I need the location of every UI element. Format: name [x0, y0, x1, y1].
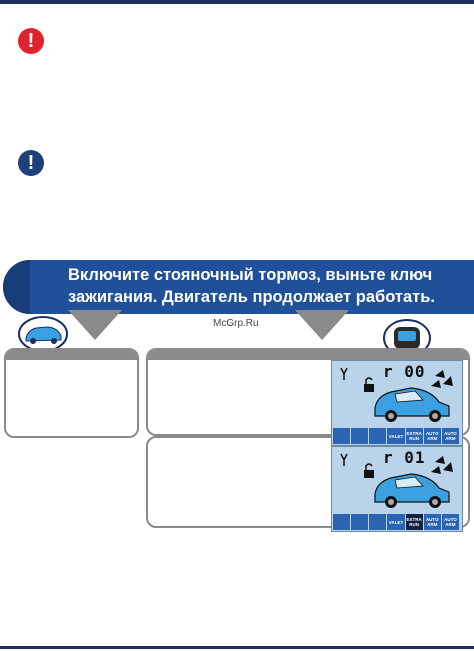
lcd-icon: EXTRA RUN — [405, 428, 423, 444]
lcd-icon — [333, 428, 351, 444]
lcd-icon: EXTRA RUN — [405, 514, 423, 530]
bottom-rule — [0, 646, 474, 649]
lcd-icon: AUTO ARM — [441, 514, 459, 530]
panel-header — [148, 350, 468, 360]
lcd-icon: AUTO ARM — [441, 428, 459, 444]
lcd-code: r 01 — [383, 448, 426, 467]
banner-line-2: зажигания. Двигатель продолжает работать… — [68, 288, 435, 306]
lcd-icon: AUTO ARM — [423, 428, 441, 444]
down-arrow-icon — [68, 310, 122, 340]
watermark: McGrp.Ru — [213, 318, 259, 329]
car-icon — [18, 316, 68, 352]
lcd-icon — [351, 428, 369, 444]
lcd-icon: VALET — [387, 514, 405, 530]
lcd-icon — [369, 428, 387, 444]
top-rule — [0, 0, 474, 4]
banner-text: Включите стояночный тормоз, выньте ключ … — [68, 264, 468, 308]
remote-fob-icon — [383, 319, 431, 357]
lcd-display-2: r 01 VALET EXTRA RUN AUTO ARM AUTO ARM — [331, 446, 463, 532]
lcd-display-1: r 00 VALET EXTRA RUN AUTO ARM AUTO ARM — [331, 360, 463, 446]
panel-header — [6, 350, 137, 360]
red-warning-icon: ! — [18, 28, 44, 54]
lcd-icon — [351, 514, 369, 530]
banner-line-1: Включите стояночный тормоз, выньте ключ — [68, 266, 433, 284]
lcd-icon — [333, 514, 351, 530]
instruction-banner — [3, 260, 474, 314]
lcd-icon-row: VALET EXTRA RUN AUTO ARM AUTO ARM — [333, 514, 459, 530]
lcd-icon: AUTO ARM — [423, 514, 441, 530]
vehicle-panel — [4, 348, 139, 438]
blue-warning-icon: ! — [18, 150, 44, 176]
down-arrow-icon — [295, 310, 349, 340]
lcd-icon-row: VALET EXTRA RUN AUTO ARM AUTO ARM — [333, 428, 459, 444]
lcd-code: r 00 — [383, 362, 426, 381]
lcd-icon — [369, 514, 387, 530]
lcd-icon: VALET — [387, 428, 405, 444]
